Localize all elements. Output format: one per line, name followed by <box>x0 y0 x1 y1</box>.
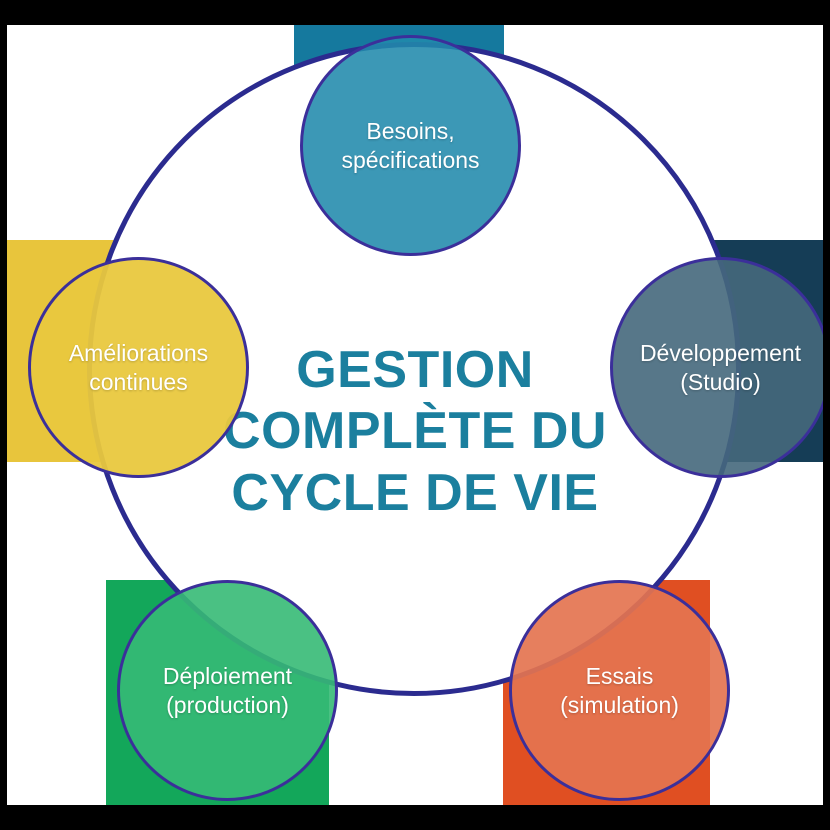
node-besoins-specifications[interactable]: Besoins, spécifications <box>300 35 521 256</box>
node-label-deploiement: Déploiement (production) <box>163 662 292 718</box>
node-label-ameliorations: Améliorations continues <box>69 339 208 395</box>
node-label-developpement-line-2: (Studio) <box>680 368 761 395</box>
node-deploiement-production[interactable]: Déploiement (production) <box>117 580 338 801</box>
node-ameliorations-continues[interactable]: Améliorations continues <box>28 257 249 478</box>
node-label-besoins-line-2: spécifications <box>341 146 480 173</box>
node-label-besoins: Besoins, spécifications <box>341 117 479 173</box>
center-title: GESTION COMPLÈTE DU CYCLE DE VIE <box>215 340 615 524</box>
node-label-besoins-line-1: Besoins, <box>366 118 455 145</box>
node-label-developpement: Développement (Studio) <box>640 339 801 395</box>
center-title-line-1: GESTION <box>296 341 534 399</box>
node-label-ameliorations-line-2: continues <box>89 368 188 395</box>
node-label-deploiement-line-1: Déploiement <box>162 663 293 690</box>
node-label-ameliorations-line-1: Améliorations <box>68 340 209 367</box>
center-title-line-3: CYCLE DE VIE <box>231 463 599 522</box>
node-essais-simulation[interactable]: Essais (simulation) <box>509 580 730 801</box>
node-label-essais: Essais (simulation) <box>560 662 679 718</box>
node-label-developpement-line-1: Développement <box>639 340 802 367</box>
node-label-essais-line-2: (simulation) <box>560 691 679 718</box>
node-label-essais-line-1: Essais <box>585 663 654 690</box>
center-title-line-2: COMPLÈTE DU <box>223 402 607 461</box>
node-label-deploiement-line-2: (production) <box>166 691 289 718</box>
node-developpement-studio[interactable]: Développement (Studio) <box>610 257 823 478</box>
diagram-surface: GESTION COMPLÈTE DU CYCLE DE VIE Besoins… <box>7 25 823 805</box>
